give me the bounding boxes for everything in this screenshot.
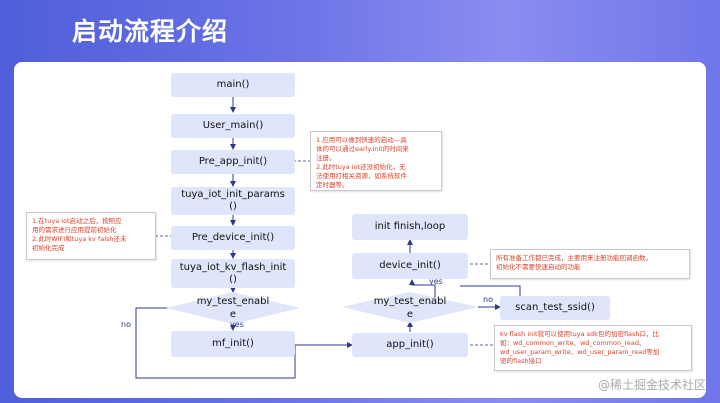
user-main-box: User_main() [171,114,295,138]
decision-label-right: my_test_enabl e [373,296,447,320]
watermark: @稀土掘金技术社区 [597,378,706,392]
decision-diamond-left [166,292,300,324]
main-box: main() [171,73,295,97]
edge-label-no-right: no [483,295,493,304]
note-line: 体的可以通过early.init的时间来 [316,145,409,153]
pre-device-init-box: Pre_device_init() [171,226,295,250]
tuya-iot-kv-flash-init-box: tuya_iot_kv_flash_init () [171,259,295,288]
note-line: 所有准备工作都已完成，主要用来注册功能回调函数， [496,254,652,262]
page-title: 启动流程介绍 [72,17,229,46]
edge-label-no-left: no [121,320,131,329]
init-finish-loop-box: init finish,loop [352,214,468,240]
note-line: wd_user_param_write、wd_user_param_read等加 [500,348,660,356]
note-line: 2.此时WIFI和tuya kv falsh还未 [32,235,127,243]
note-line: 法使用打相关资源，如系统软件 [316,172,407,180]
mf-init-box: mf_init() [171,331,295,357]
tuya-iot-init-params-box: tuya_iot_init_params () [171,187,295,215]
note-line: kv flash init就可以使用tuya sdk包的加密flash口，比 [500,330,660,338]
decision-diamond-right [342,292,478,323]
app-init-box: app_init() [352,333,468,357]
note-app: kv flash init就可以使用tuya sdk包的加密flash口，比 如… [494,325,692,371]
device-init-box: device_init() [352,253,468,279]
note-line: 1.在tuya iot启动之后，按照应 [32,217,122,225]
edge-label-yes-left: yes [230,320,244,329]
note-line: 2.此时tuya iot还没初始化，无 [316,163,406,171]
decision-label-left: my_test_enabl e [196,296,270,320]
note-line: 初始化不需要快速启动的功能 [496,263,581,271]
note-line: 定时器等。 [316,181,349,189]
note-device: 所有准备工作都已完成，主要用来注册功能回调函数， 初始化不需要快速启动的功能 [490,249,690,279]
note-line: 密的flash接口 [500,357,542,365]
note-line: 用的需求进行应用提前初始化 [32,226,117,234]
edge-decision-no-bypass [135,307,296,379]
note-pre-device: 1.在tuya iot启动之后，按照应 用的需求进行应用提前初始化 2.此时WI… [26,212,156,260]
edge-decision-yes-to-device [409,279,436,299]
pre-app-init-box: Pre_app_init() [171,150,295,174]
note-line: 注册。 [316,154,336,162]
scan-test-ssid-box: scan_test_ssid() [500,296,610,320]
note-line: 初始化完成 [32,244,65,252]
edge-scan-back-to-device [460,285,521,296]
note-line: 如：wd_common_write、wd_common_read、 [500,339,646,347]
edge-label-yes-right: yes [429,277,443,286]
note-pre-app: 1.应用可以做到快速的启动—具 体的可以通过early.init的时间来 注册。… [310,131,442,191]
note-line: 1.应用可以做到快速的启动—具 [316,136,407,144]
